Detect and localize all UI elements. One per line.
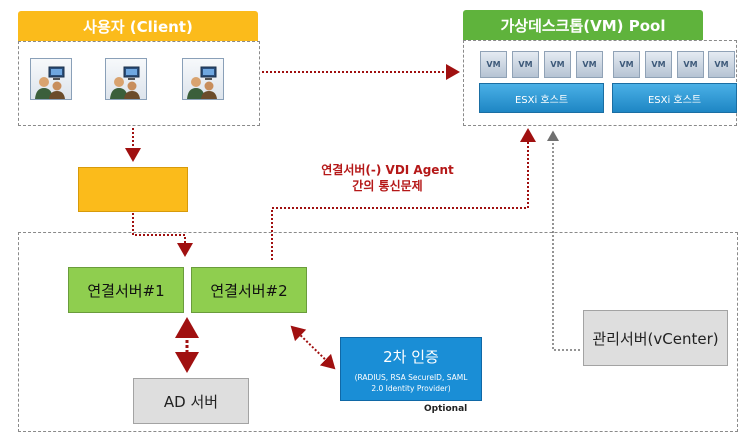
vm-pool-title: 가상데스크톱(VM) Pool <box>463 10 703 40</box>
client-title: 사용자 (Client) <box>18 11 258 41</box>
connection-server-2[interactable]: 연결서버#2 <box>191 267 307 313</box>
vm-tile[interactable]: VM <box>544 51 571 78</box>
esxi-host-1[interactable]: ESXi 호스트 <box>479 83 604 113</box>
client-group <box>18 41 260 126</box>
user-computer-icon <box>35 66 65 99</box>
client-computer-icon-1[interactable] <box>30 58 72 100</box>
two-factor-auth-desc-line1: (RADIUS, RSA SecureID, SAML <box>354 373 468 382</box>
two-factor-auth-title: 2차 인증 <box>383 348 439 366</box>
esxi-host-2[interactable]: ESXi 호스트 <box>612 83 737 113</box>
management-server[interactable]: 관리서버(vCenter) <box>583 310 728 366</box>
communication-issue-note: 연결서버(-) VDI Agent 간의 통신문제 <box>315 162 460 194</box>
vm-tile[interactable]: VM <box>576 51 603 78</box>
vm-tile[interactable]: VM <box>645 51 672 78</box>
vm-tile[interactable]: VM <box>512 51 539 78</box>
gateway-to-conn-server-arrow <box>132 213 193 257</box>
client-computer-icon-3[interactable] <box>182 58 224 100</box>
vm-tile[interactable]: VM <box>480 51 507 78</box>
vm-tile[interactable]: VM <box>677 51 704 78</box>
vm-tile[interactable]: VM <box>708 51 735 78</box>
connection-server-1[interactable]: 연결서버#1 <box>68 267 184 313</box>
client-computer-icon-2[interactable] <box>105 58 147 100</box>
user-computer-icon <box>110 66 140 99</box>
optional-label: Optional <box>424 404 468 414</box>
user-computer-icon <box>187 66 217 99</box>
server-group <box>18 232 738 432</box>
conn-server-to-pool-arrow <box>271 128 536 260</box>
two-factor-auth-box[interactable]: 2차 인증 (RADIUS, RSA SecureID, SAML 2.0 Id… <box>340 337 482 401</box>
vm-tile[interactable]: VM <box>613 51 640 78</box>
two-factor-auth-desc-line2: 2.0 Identity Provider) <box>371 384 451 393</box>
note-line-2: 간의 통신문제 <box>352 179 423 193</box>
note-line-1: 연결서버(-) VDI Agent <box>321 163 454 177</box>
mgmt-to-pool-arrow <box>547 130 580 351</box>
conn-to-auth-arrow <box>290 325 336 370</box>
gateway-box[interactable] <box>78 167 188 212</box>
ad-server[interactable]: AD 서버 <box>133 378 249 424</box>
